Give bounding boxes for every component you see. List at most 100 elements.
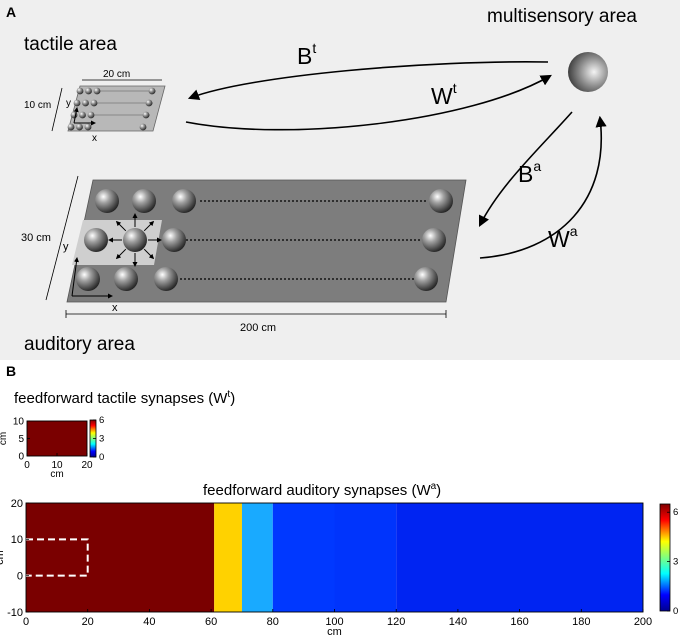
tactile-height-line: [51, 87, 63, 132]
auditory-neuron: [162, 228, 186, 252]
auditory-neuron: [84, 228, 108, 252]
x-tick-label: 160: [510, 616, 528, 628]
y-tick-label: 0: [17, 571, 23, 583]
auditory-synapses-title: feedforward auditory synapses (Wa): [203, 481, 441, 499]
x-tick-label: 60: [205, 616, 217, 628]
y-axis-label: cm: [0, 432, 9, 445]
auditory-axis-x-label: x: [112, 302, 118, 314]
tactile-axis-x-label: x: [92, 133, 97, 144]
tactile-neuron: [87, 111, 95, 119]
heatmap-cell: [241, 503, 273, 612]
tactile-neuron: [73, 99, 81, 107]
x-tick-label: 140: [449, 616, 467, 628]
auditory-neuron: [95, 189, 119, 213]
auditory-height-label: 30 cm: [21, 232, 51, 244]
x-axis-label: cm: [327, 626, 342, 638]
tactile-neuron: [76, 123, 83, 131]
arrow-ba: [478, 111, 573, 228]
auditory-neuron: [422, 228, 446, 252]
auditory-height-line: [45, 175, 79, 301]
tactile-neuron: [67, 123, 75, 131]
x-tick-label: 120: [387, 616, 405, 628]
tactile-neuron: [84, 123, 92, 131]
tactile-width-label: 20 cm: [103, 69, 130, 80]
tactile-height-label: 10 cm: [24, 100, 51, 111]
auditory-neuron: [132, 189, 156, 213]
tactile-neuron: [148, 87, 156, 95]
arrow-wt-label: Wt: [431, 80, 457, 109]
heatmap-cell: [272, 503, 335, 612]
y-tick-label: -10: [7, 607, 23, 619]
x-tick-label: 100: [325, 616, 343, 628]
auditory-neuron: [154, 267, 178, 291]
auditory-neuron: [123, 228, 147, 252]
tactile-neuron: [85, 87, 92, 95]
x-tick-label: 20: [82, 616, 94, 628]
heatmap-cell: [27, 421, 87, 456]
tactile-axis-y-label: y: [66, 98, 71, 109]
colorbar-tick-label: 0: [99, 452, 104, 463]
y-axis-label: cm: [0, 550, 6, 565]
y-tick-label: 20: [11, 498, 23, 510]
panel-b-letter: B: [6, 363, 16, 379]
arrow-bt-label: Bt: [297, 40, 316, 69]
auditory-neuron: [429, 189, 453, 213]
multisensory-neuron: [568, 52, 608, 92]
x-tick-label: 10: [51, 460, 63, 471]
tactile-plate: 20 cm 10 cm y x: [24, 69, 166, 144]
y-tick-label: 10: [11, 534, 23, 546]
x-tick-label: 180: [572, 616, 590, 628]
panel-a: A tactile area multisensory area auditor…: [0, 0, 680, 360]
colorbar-tick-label: 3: [99, 434, 104, 445]
x-tick-label: 80: [267, 616, 279, 628]
lateral-connection-arrow: [115, 220, 127, 232]
tactile-rf-dashed-box: [26, 538, 89, 577]
x-tick-label: 40: [143, 616, 155, 628]
x-axis-label: cm: [50, 469, 63, 480]
lateral-connection-arrow: [143, 248, 155, 260]
arrow-wt: [185, 74, 552, 131]
tactile-neuron: [82, 99, 89, 107]
x-tick-label: 0: [24, 460, 30, 471]
y-tick-label: 10: [13, 417, 25, 428]
arrow-wa-label: Wa: [548, 223, 578, 252]
tactile-synapses-title: feedforward tactile synapses (Wt): [14, 389, 235, 407]
tactile-neuron: [93, 87, 101, 95]
arrow-bt: [187, 61, 549, 101]
colorbar-tick-label: 6: [673, 507, 678, 518]
y-tick-label: 5: [18, 434, 24, 445]
tactile-y-axis-arrow: [73, 107, 79, 124]
auditory-plate: 30 cm 200 cm y x: [21, 175, 467, 334]
tactile-neuron: [79, 111, 86, 119]
tactile-neuron: [76, 87, 84, 95]
heatmap-cell: [214, 503, 242, 612]
auditory-axis-y-label: y: [63, 241, 69, 253]
tactile-area-title: tactile area: [24, 34, 117, 55]
auditory-y-axis-arrow: [71, 257, 79, 297]
auditory-width-label: 200 cm: [240, 322, 276, 334]
multisensory-area-title: multisensory area: [487, 6, 637, 27]
colorbar-tick-label: 3: [673, 557, 678, 568]
colorbar: [659, 503, 671, 612]
auditory-neuron: [114, 267, 138, 291]
colorbar-tick-label: 6: [99, 415, 104, 426]
auditory-neuron: [172, 189, 196, 213]
tactile-neuron: [142, 111, 150, 119]
auditory-neurons: [76, 189, 453, 291]
auditory-area-title: auditory area: [24, 334, 135, 355]
y-tick-label: 0: [18, 452, 24, 463]
lateral-connection-arrow: [115, 248, 127, 260]
panel-b: B feedforward tactile synapses (Wt) feed…: [0, 363, 678, 638]
tactile-neuron: [90, 99, 98, 107]
arrow-wa: [479, 115, 607, 259]
tactile-neuron: [145, 99, 153, 107]
colorbar-tick-label: 0: [673, 606, 678, 617]
auditory-neuron: [414, 267, 438, 291]
auditory-neuron: [76, 267, 100, 291]
x-tick-label: 20: [81, 460, 93, 471]
tactile-neuron: [139, 123, 147, 131]
arrow-ba-label: Ba: [518, 158, 541, 187]
